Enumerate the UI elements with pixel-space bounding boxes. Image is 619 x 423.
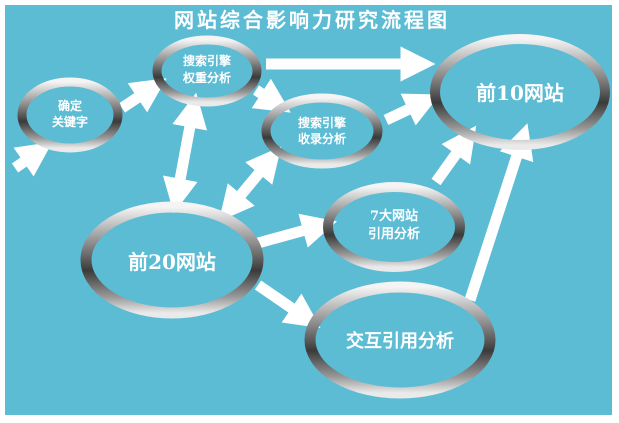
- node-label: 收录分析: [298, 131, 346, 146]
- arrow-weight-index: [251, 78, 291, 113]
- node-label: 7大网站: [370, 208, 418, 224]
- arrow-index-top10: [383, 93, 440, 126]
- node-keyword: 确定 关键字: [17, 77, 123, 153]
- node-seven: 7大网站 引用分析: [323, 182, 465, 272]
- arrows: [11, 46, 534, 328]
- node-cross: 交互引用分析: [304, 281, 496, 399]
- node-label: 引用分析: [368, 226, 420, 242]
- node-weight: 搜索引擎 权重分析: [152, 35, 262, 107]
- node-label: 前20网站: [128, 250, 216, 274]
- arrow-top20-index: [218, 146, 282, 222]
- arrow-top20-cross: [254, 280, 321, 328]
- arrow-top20-weight: [162, 92, 208, 214]
- arrow-top20-seven: [256, 213, 337, 249]
- ring-icon: [17, 77, 123, 153]
- node-top20: 前20网站: [80, 201, 264, 319]
- ring-icon: [323, 182, 465, 272]
- arrow-cross-top10: [464, 123, 534, 302]
- ring-icon: [430, 34, 610, 150]
- node-top10: 前10网站: [430, 34, 610, 150]
- arrow-keyword-weight: [118, 78, 167, 113]
- node-label: 搜索引擎: [298, 115, 346, 130]
- arrow-seven-top10: [431, 125, 477, 186]
- node-index: 搜索引擎 收录分析: [261, 93, 383, 169]
- node-label: 交互引用分析: [346, 330, 454, 352]
- ring-icon: [261, 93, 383, 169]
- diagram-title: 网站综合影响力研究流程图: [174, 8, 450, 32]
- node-label: 搜索引擎: [183, 53, 231, 68]
- node-label: 权重分析: [182, 70, 231, 85]
- node-label: 确定: [58, 98, 82, 113]
- arrow-start: [11, 141, 53, 177]
- node-label: 前10网站: [476, 81, 564, 105]
- ring-icon: [80, 201, 264, 319]
- ring-icon: [304, 281, 496, 399]
- node-label: 关键字: [52, 114, 88, 129]
- ring-icon: [152, 35, 262, 107]
